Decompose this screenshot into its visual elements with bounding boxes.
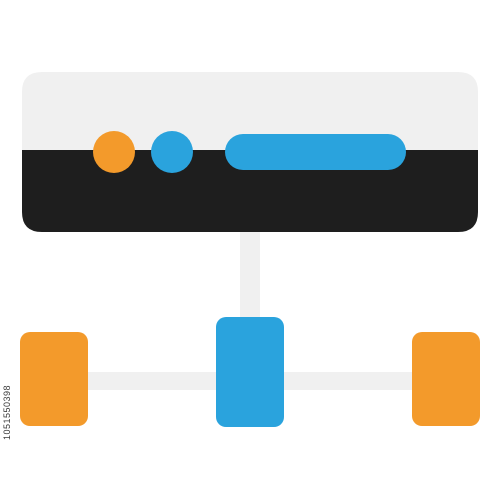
node-right [412, 332, 480, 426]
side-id-text: 1051550398 [2, 384, 12, 440]
status-light-blue [151, 131, 193, 173]
node-left [20, 332, 88, 426]
status-light-orange [93, 131, 135, 173]
vertical-connector [240, 232, 260, 318]
status-bar [225, 134, 406, 170]
node-center [216, 317, 284, 427]
server-bottom-panel [22, 150, 478, 232]
server-top-panel [22, 72, 478, 150]
